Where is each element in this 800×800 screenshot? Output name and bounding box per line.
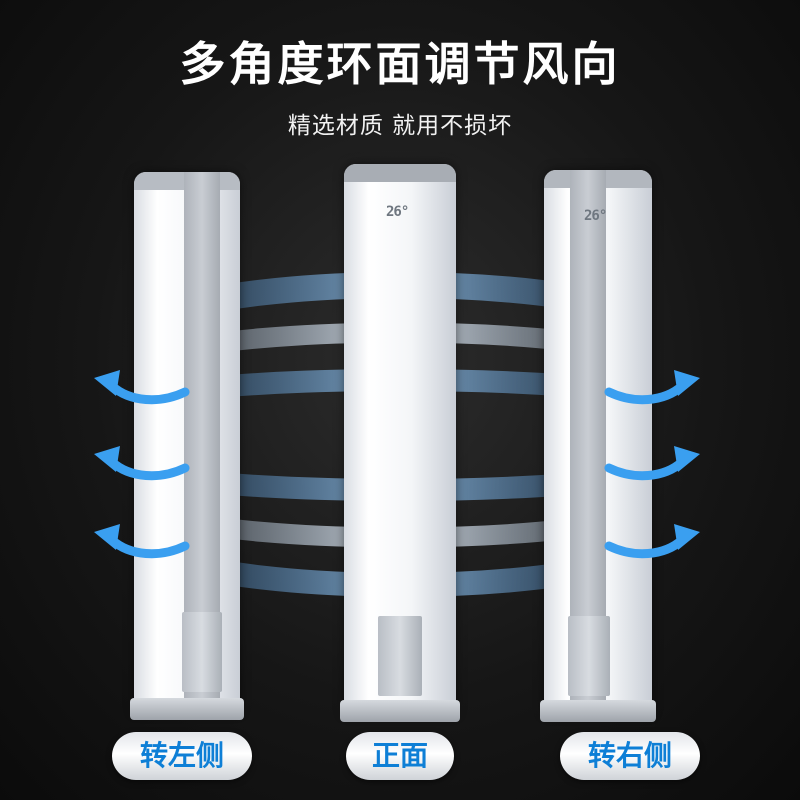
unit-cap: [344, 164, 456, 182]
arrow-right-icon: [604, 370, 700, 405]
ac-unit-right: [540, 170, 656, 722]
arrow-left-icon: [94, 524, 190, 559]
label-front: 正面: [346, 732, 454, 780]
temperature-display-right: 26°: [584, 208, 607, 224]
unit-lower-panel: [378, 616, 422, 696]
page-title: 多角度环面调节风向: [179, 37, 621, 91]
arrow-right-icon: [604, 446, 700, 481]
arrow-left-icon: [94, 370, 190, 405]
arrow-right-icon: [604, 524, 700, 559]
unit-base: [130, 698, 244, 720]
air-guide-cover-center: [346, 262, 454, 620]
label-turn-right: 转右侧: [560, 732, 700, 780]
unit-lower-panel: [182, 612, 222, 692]
unit-lower-panel: [568, 616, 610, 696]
arrow-left-icon: [94, 446, 190, 481]
ac-unit-left: [130, 172, 244, 720]
label-turn-left: 转左侧: [112, 732, 252, 780]
unit-base: [340, 700, 460, 722]
page-subtitle: 精选材质 就用不损坏: [287, 113, 513, 139]
temperature-display-center: 26°: [386, 204, 409, 220]
unit-base: [540, 700, 656, 722]
ac-unit-center: [340, 164, 460, 722]
